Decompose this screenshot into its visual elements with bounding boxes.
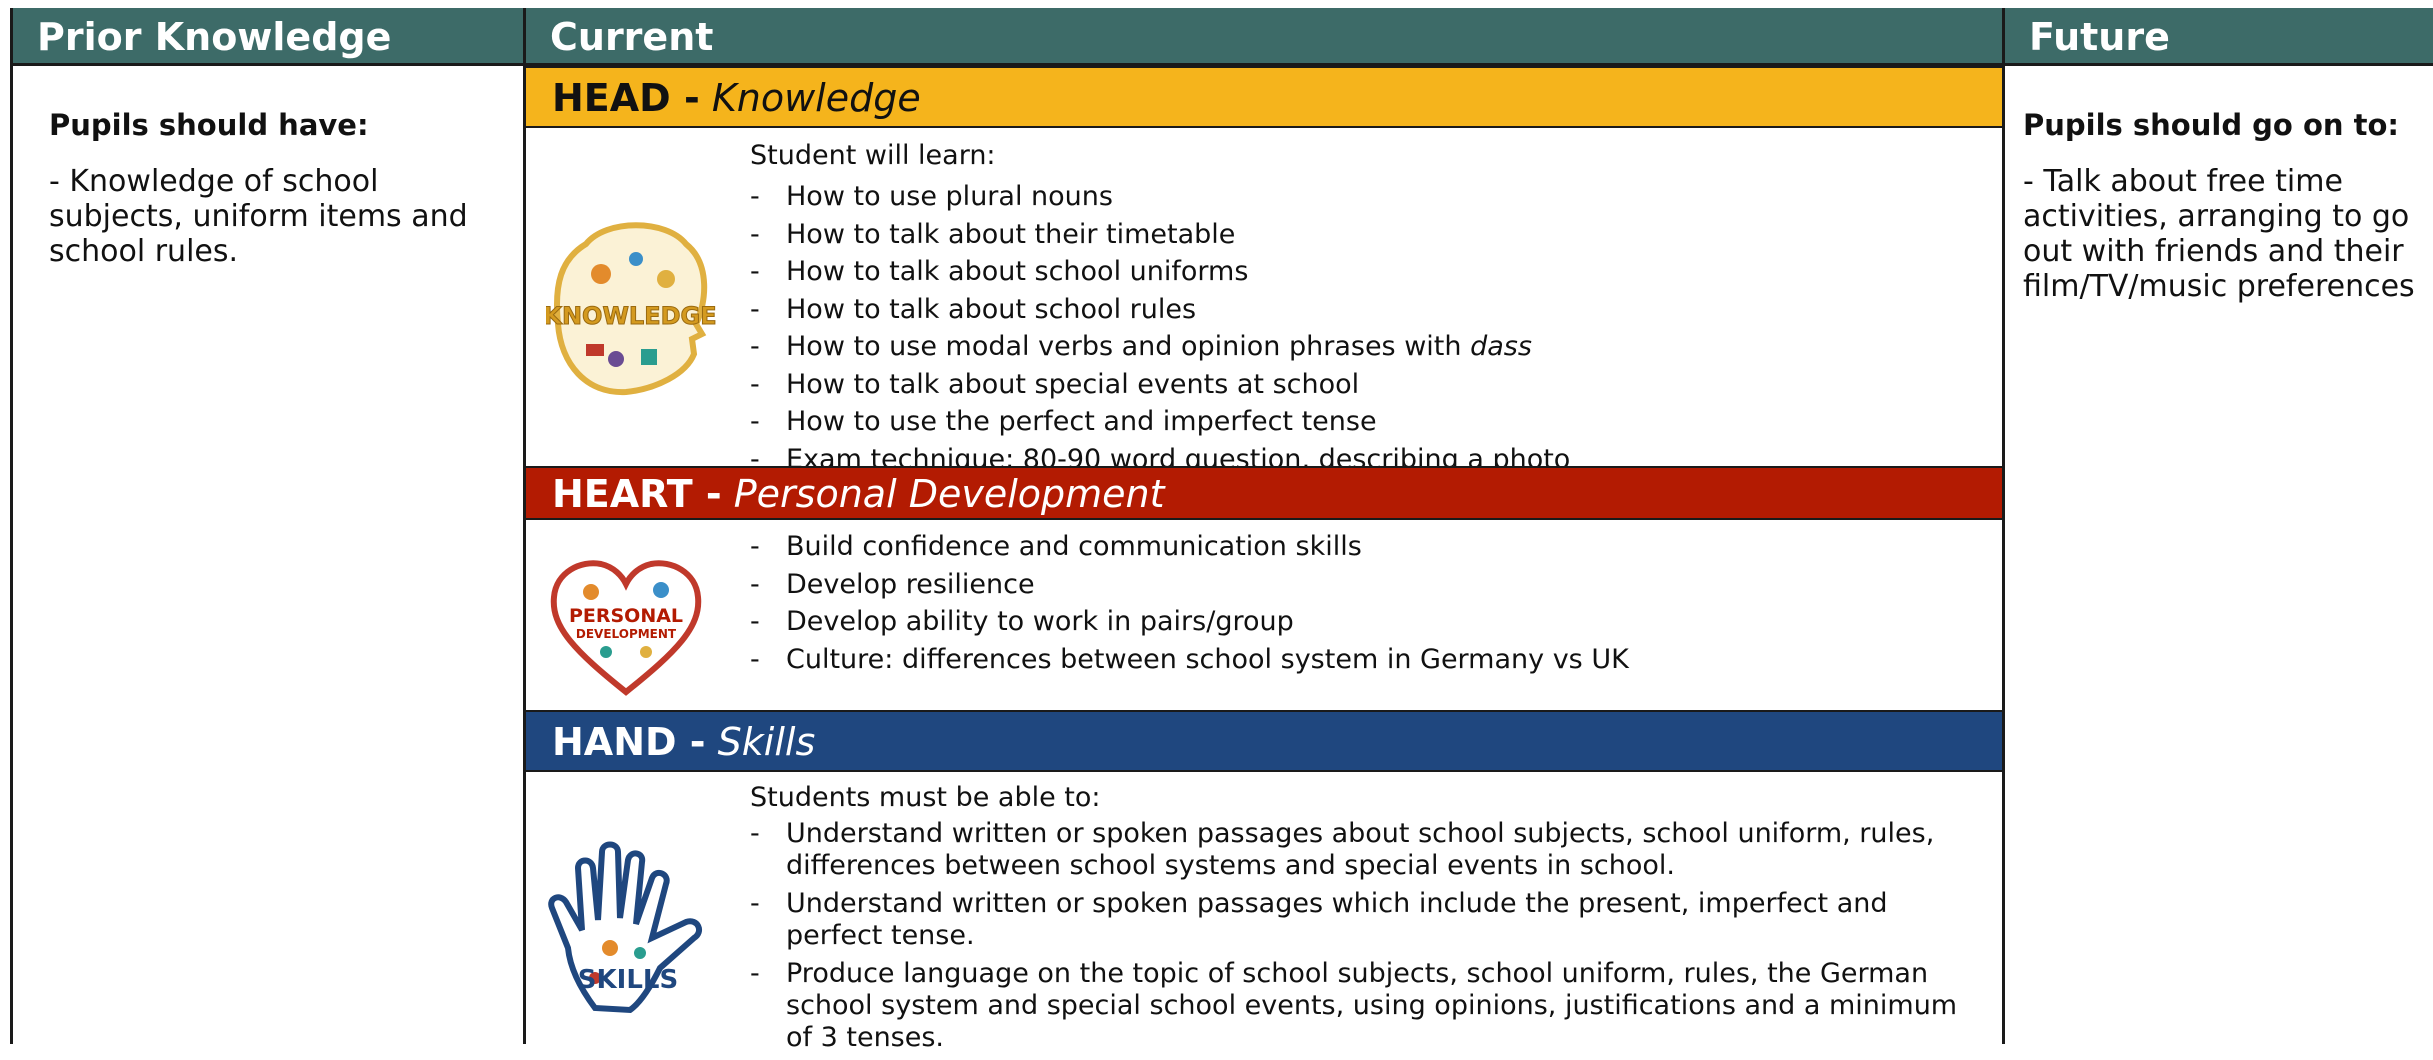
list-item: How to talk about school rules <box>750 291 1962 329</box>
future-column: Future Pupils should go on to: - Talk ab… <box>2002 8 2433 1044</box>
list-item: How to talk about school uniforms <box>750 253 1962 291</box>
knowledge-section: KNOWLEDGE Student will learn: How to use… <box>526 128 2002 478</box>
prior-knowledge-header: Prior Knowledge <box>13 8 523 66</box>
future-subtitle: Pupils should go on to: <box>2023 108 2399 142</box>
knowledge-label: Knowledge <box>711 76 921 120</box>
list-item: Develop resilience <box>750 566 1962 604</box>
curriculum-table: Prior Knowledge Pupils should have: - Kn… <box>10 8 2433 1053</box>
knowledge-list: How to use plural nouns How to talk abou… <box>750 178 1962 478</box>
personal-development-section: PERSONAL DEVELOPMENT Build confidence an… <box>526 520 2002 710</box>
heart-label: HEART - <box>552 472 722 516</box>
current-header: Current <box>526 8 2002 66</box>
skills-list: Understand written or spoken passages ab… <box>750 818 1962 1060</box>
head-knowledge-band: HEAD - Knowledge <box>526 66 2002 128</box>
svg-text:SKILLS: SKILLS <box>578 965 678 995</box>
skills-lead: Students must be able to: <box>750 782 1101 813</box>
head-label: HEAD - <box>552 76 700 120</box>
knowledge-head-icon: KNOWLEDGE <box>543 214 717 408</box>
list-item: How to talk about special events at scho… <box>750 366 1962 404</box>
current-column: Current HEAD - Knowledge KNOWLEDGE Stude… <box>523 8 2005 1053</box>
future-text: - Talk about free time activities, arran… <box>2023 164 2415 304</box>
prior-knowledge-text: - Knowledge of school subjects, uniform … <box>49 164 468 269</box>
list-item: Understand written or spoken passages wh… <box>750 888 1962 952</box>
svg-text:DEVELOPMENT: DEVELOPMENT <box>576 627 677 641</box>
heart-personal-development-band: HEART - Personal Development <box>526 466 2002 520</box>
svg-text:PERSONAL: PERSONAL <box>569 605 683 627</box>
list-item: Produce language on the topic of school … <box>750 958 1962 1054</box>
skills-section: SKILLS Students must be able to: Underst… <box>526 772 2002 1053</box>
dass-italic: dass <box>1470 331 1532 362</box>
list-item: Build confidence and communication skill… <box>750 528 1962 566</box>
list-item: How to use modal verbs and opinion phras… <box>750 328 1962 366</box>
hand-skills-band: HAND - Skills <box>526 710 2002 772</box>
list-item: Culture: differences between school syst… <box>750 641 1962 679</box>
list-item: Understand written or spoken passages ab… <box>750 818 1962 882</box>
prior-knowledge-subtitle: Pupils should have: <box>49 108 369 142</box>
personal-development-list: Build confidence and communication skill… <box>750 528 1962 678</box>
hand-label: HAND - <box>552 720 706 764</box>
skills-label: Skills <box>717 720 816 764</box>
list-item: How to talk about their timetable <box>750 216 1962 254</box>
prior-knowledge-column: Prior Knowledge Pupils should have: - Kn… <box>10 8 526 1044</box>
svg-text:KNOWLEDGE: KNOWLEDGE <box>546 302 716 330</box>
list-item: How to use the perfect and imperfect ten… <box>750 403 1962 441</box>
personal-development-label: Personal Development <box>733 472 1165 516</box>
skills-hand-icon: SKILLS <box>540 838 720 1022</box>
future-header: Future <box>2005 8 2433 66</box>
list-item: How to use plural nouns <box>750 178 1962 216</box>
personal-development-heart-icon: PERSONAL DEVELOPMENT <box>546 552 706 706</box>
knowledge-lead: Student will learn: <box>750 140 996 171</box>
list-item: Develop ability to work in pairs/group <box>750 603 1962 641</box>
